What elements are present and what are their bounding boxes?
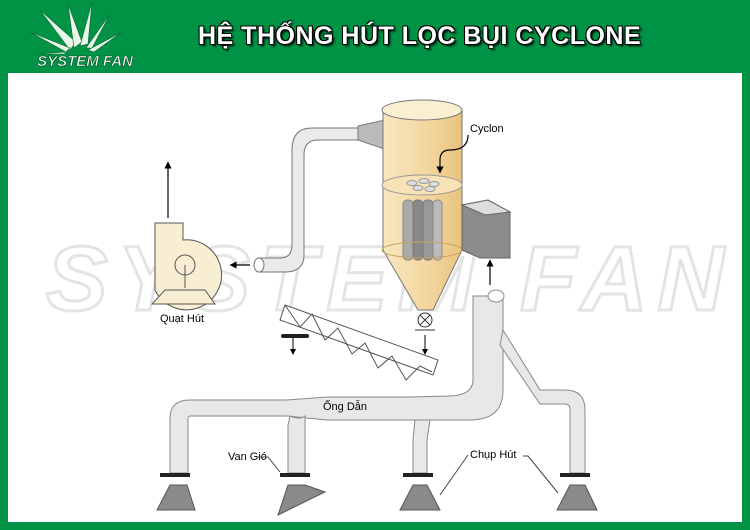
- inflow-arrow-icon: [436, 134, 469, 174]
- diagram-area: SYSTEM FAN Quạt Hút: [8, 73, 742, 522]
- damper-label: Van Gió: [228, 451, 267, 463]
- page-title: HỆ THỐNG HÚT LỌC BỤI CYCLONE: [198, 22, 642, 50]
- hood-label: Chụp Hút: [470, 449, 516, 461]
- damper: [560, 473, 590, 477]
- cyclone-separator: Cyclon: [381, 99, 504, 355]
- suction-hood: [399, 484, 441, 511]
- damper: [160, 473, 190, 477]
- exhaust-fan: Quạt Hút: [150, 161, 250, 325]
- suction-hood: [156, 484, 196, 511]
- rotary-valve-icon: [419, 314, 431, 326]
- cyclone-system-diagram: SYSTEM FAN Quạt Hút: [45, 99, 725, 516]
- cyclone-label: Cyclon: [470, 123, 504, 135]
- screw-conveyor: [279, 304, 439, 381]
- system-fan-logo: SYSTEM FAN: [29, 2, 134, 70]
- logo-text: SYSTEM FAN: [37, 53, 134, 70]
- duct-label: Ống Dẫn: [323, 399, 367, 413]
- fan-label: Quạt Hút: [160, 313, 204, 325]
- header: SYSTEM FAN HỆ THỐNG HÚT LỌC BỤI CYCLONE: [0, 0, 750, 73]
- damper: [280, 473, 310, 477]
- hoods: Van Gió Chụp Hút: [156, 449, 598, 516]
- suction-hood: [556, 484, 598, 511]
- damper: [403, 473, 433, 477]
- suction-hood: [277, 484, 327, 516]
